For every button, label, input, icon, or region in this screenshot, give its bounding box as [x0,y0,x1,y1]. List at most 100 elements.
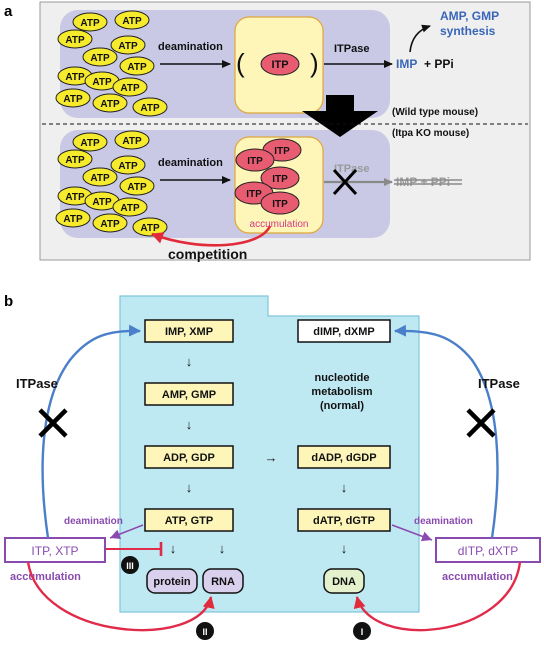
protein-label: protein [153,576,191,588]
atp-label: ATP [120,203,140,214]
atp-molecule [55,88,91,108]
box-dadp-dgdp [297,445,391,469]
down-arrow-4: ↓ [341,480,348,495]
atp-molecule [112,77,148,97]
atp-molecule [132,217,168,237]
rna-incorporation-arrow [26,561,215,632]
box-atp-gtp [144,508,234,532]
imp-ppi-struck: IMP + PPi [396,175,450,189]
atp-molecule [92,93,128,113]
deamination-right-label: deamination [414,516,473,527]
down-arrow-2: ↓ [186,417,193,432]
itpase-left-arrow [41,324,141,539]
atp-molecule [92,213,128,233]
atp-gtp-label: ATP, GTP [165,515,214,527]
atp-molecule [110,155,146,175]
atp-label: ATP [65,35,85,46]
badge-ii-label: II [202,627,207,637]
ko-label: (Itpa KO mouse) [392,128,469,139]
deamination-left-label: deamination [64,516,123,527]
down-arrow-rna: ↓ [219,541,226,556]
atp-label: ATP [63,214,83,225]
atp-label: ATP [80,18,100,29]
right-arrow-1: → [265,450,278,465]
down-arrow-3: ↓ [186,480,193,495]
panel-b-label: b [4,293,13,310]
panel-a-label: a [4,3,13,20]
atp-label: ATP [63,94,83,105]
deamination-left-arrow [109,524,144,539]
down-arrow-dna: ↓ [341,541,348,556]
adp-gdp-label: ADP, GDP [163,452,215,464]
atp-label: ATP [122,136,142,147]
box-dimp-dxmp [297,319,391,343]
badge-iii: III [121,556,139,574]
rna-label: RNA [211,576,235,588]
itp-molecule [260,191,300,215]
atp-label: ATP [65,192,85,203]
atp-label: ATP [118,161,138,172]
imp-label: IMP [396,57,417,71]
box-rna [202,568,244,594]
accumulation-label-a: accumulation [250,219,309,230]
atp-molecule [112,197,148,217]
atp-molecule [119,56,155,76]
paren-close: ) [310,48,319,78]
atp-molecule [57,149,93,169]
itp-xtp-label: ITP, XTP [31,544,78,558]
atp-molecule [72,12,108,32]
dna-incorporation-arrow [353,561,522,632]
itp-label-top: ITP [271,59,288,71]
atp-molecule [132,97,168,117]
atp-molecule [114,10,150,30]
dadp-dgdp-label: dADP, dGDP [311,452,376,464]
itpase-top-label: ITPase [334,43,369,55]
itp-cluster-bottom: ITP ITP ITP ITP ITP [234,138,302,215]
deamination-bottom-label: deamination [158,157,223,169]
imp-xmp-label: IMP, XMP [165,326,213,338]
synthesis-label: synthesis [440,24,496,38]
itp-label: ITP [274,146,290,157]
atp-label: ATP [140,223,160,234]
atp-label: ATP [140,103,160,114]
itpase-right-label: ITPase [478,376,520,391]
box-dna [323,568,365,594]
badge-i-label: I [361,627,364,637]
down-arrow-protein: ↓ [170,541,177,556]
atp-label: ATP [65,155,85,166]
itp-label: ITP [272,199,288,210]
itp-label: ITP [272,174,288,185]
itp-label: ITP [246,189,262,200]
itp-label: ITP [247,156,263,167]
atp-molecule [82,167,118,187]
ditp-dxtp-label: dITP, dXTP [458,544,518,558]
box-imp-xmp [144,319,234,343]
atp-molecule [82,47,118,67]
nucleotide-label-3: (normal) [320,400,364,412]
atp-label: ATP [127,62,147,73]
accumulation-right-label: accumulation [442,571,513,583]
itpase-left-label: ITPase [16,376,58,391]
amp-gmp-label: AMP, GMP [440,9,499,23]
itp-molecule [235,148,275,172]
datp-dgtp-label: dATP, dGTP [313,515,375,527]
itp-molecule-top [260,52,300,76]
block-x-icon-right [466,408,496,438]
atp-molecule [110,35,146,55]
atp-label: ATP [120,83,140,94]
atp-label: ATP [80,138,100,149]
box-adp-gdp [144,445,234,469]
box-protein [146,568,198,594]
badge-i: I [353,622,371,640]
deamination-right-arrow [391,524,433,542]
atp-label: ATP [90,173,110,184]
accumulation-left-label: accumulation [10,571,81,583]
wild-type-label: (Wild type mouse) [392,107,478,118]
block-x-icon-left [38,408,68,438]
dimp-dxmp-label: dIMP, dXMP [313,326,375,338]
atp-label: ATP [65,72,85,83]
competition-label: competition [168,246,247,262]
atp-label: ATP [100,219,120,230]
